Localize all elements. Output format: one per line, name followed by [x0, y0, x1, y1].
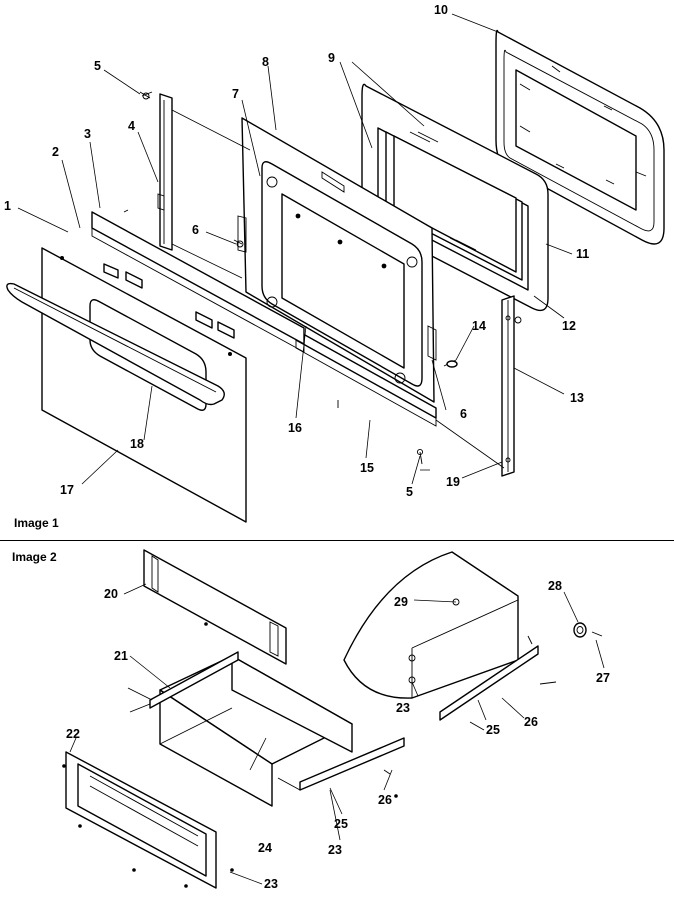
callout-4: 4 — [128, 119, 135, 133]
section-divider — [0, 540, 674, 541]
callout-22: 22 — [66, 727, 80, 741]
callout-23a: 23 — [264, 877, 278, 891]
callout-20: 20 — [104, 587, 118, 601]
callout-9: 9 — [328, 51, 335, 65]
part-4-left-channel — [157, 93, 173, 251]
callout-6a: 6 — [192, 223, 199, 237]
callout-29: 29 — [394, 595, 408, 609]
callout-25a: 25 — [334, 817, 348, 831]
callout-7: 7 — [232, 87, 239, 101]
fasteners-image-1 — [123, 91, 522, 465]
callout-12: 12 — [562, 319, 576, 333]
callout-25b: 25 — [486, 723, 500, 737]
callout-11: 11 — [576, 247, 589, 261]
drawer-assembly — [62, 549, 603, 889]
part-20-drawer-back — [143, 549, 287, 665]
part-22-drawer-front — [65, 751, 217, 889]
oven-door-assembly — [6, 29, 665, 523]
assembly-lines-image-1 — [171, 109, 505, 471]
callout-2: 2 — [52, 145, 59, 159]
part-9-glass-panes — [361, 83, 549, 312]
part-21-slide-rail — [127, 651, 239, 713]
section-title-image-2: Image 2 — [12, 550, 57, 564]
leader-lines — [17, 13, 605, 885]
callout-23b: 23 — [328, 843, 342, 857]
callout-23c: 23 — [396, 701, 410, 715]
part-18-handle — [6, 282, 225, 406]
part-8-inner-liner — [237, 117, 437, 403]
callout-5b: 5 — [406, 485, 413, 499]
part-13-right-channel — [501, 295, 515, 477]
callout-6b: 6 — [460, 407, 467, 421]
callout-26b: 26 — [524, 715, 538, 729]
callout-8: 8 — [262, 55, 269, 69]
part-24-drawer-body — [159, 655, 353, 807]
callout-3: 3 — [84, 127, 91, 141]
part-29-detail-inset — [343, 551, 557, 731]
callout-28: 28 — [548, 579, 562, 593]
section-title-image-1: Image 1 — [14, 516, 59, 530]
callout-17: 17 — [60, 483, 74, 497]
part-28-roller — [573, 622, 603, 638]
callout-16: 16 — [288, 421, 302, 435]
callout-21: 21 — [114, 649, 128, 663]
callout-27: 27 — [596, 671, 610, 685]
callout-13: 13 — [570, 391, 584, 405]
part-10-outer-frame — [495, 29, 665, 245]
fasteners-image-2 — [62, 622, 398, 888]
callout-19: 19 — [446, 475, 460, 489]
callout-labels: 1 2 3 4 5 5 6 6 7 8 9 10 11 12 13 14 15 … — [4, 3, 610, 891]
callout-24: 24 — [258, 841, 272, 855]
callout-5a: 5 — [94, 59, 101, 73]
callout-10: 10 — [434, 3, 448, 17]
callout-15: 15 — [360, 461, 374, 475]
part-25-drawer-rail — [277, 737, 405, 791]
callout-26a: 26 — [378, 793, 392, 807]
callout-18: 18 — [130, 437, 144, 451]
callout-1: 1 — [4, 199, 11, 213]
callout-14: 14 — [472, 319, 486, 333]
